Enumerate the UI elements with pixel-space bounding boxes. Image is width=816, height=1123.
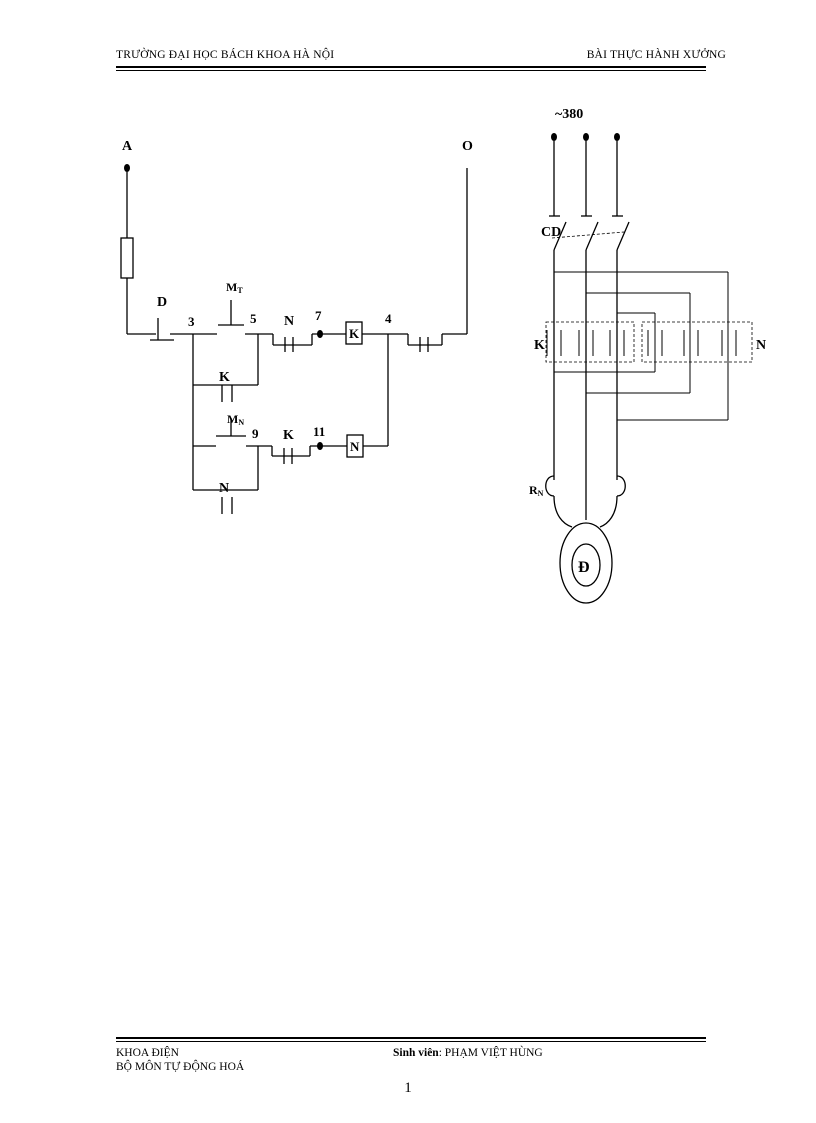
terminal-o-label: O	[462, 139, 473, 154]
control-circuit: A D 3 MT 5 N 7 K 4	[120, 139, 473, 514]
footer-rule-thick	[116, 1037, 706, 1039]
switch-blade	[553, 221, 567, 251]
switch-link	[551, 231, 625, 239]
node-7-dot	[317, 330, 323, 338]
contactor-n-group	[641, 321, 753, 363]
supply-label: ~380	[555, 107, 583, 122]
node-11-label: 11	[313, 424, 325, 439]
header-university: TRƯỜNG ĐẠI HỌC BÁCH KHOA HÀ NỘI	[116, 49, 335, 61]
student-label: Sinh viên	[393, 1047, 439, 1059]
node-3-label: 3	[188, 314, 195, 329]
n-coil	[346, 434, 364, 458]
n-hold-label: N	[219, 481, 229, 496]
node-4-label: 4	[385, 311, 392, 326]
header-rule-thin	[116, 70, 706, 71]
k-coil	[345, 321, 363, 345]
k-hold-label: K	[219, 370, 230, 385]
contactor-n-label: N	[756, 338, 766, 353]
stop-button-label: D	[157, 295, 167, 310]
thermal-relay-element	[616, 475, 626, 497]
motor-outer	[559, 522, 613, 604]
motor-label: Đ	[578, 559, 590, 576]
motor-lead	[599, 495, 618, 528]
switch-blade	[585, 221, 599, 251]
contactor-k-label: K	[534, 338, 545, 353]
node-11-dot	[317, 442, 323, 450]
footer-department: BỘ MÔN TỰ ĐỘNG HOÁ	[116, 1061, 245, 1073]
footer-faculty: KHOA ĐIỆN	[116, 1047, 179, 1059]
node-5-label: 5	[250, 311, 257, 326]
motor-inner	[571, 543, 601, 587]
power-circuit: ~380 CD K	[529, 107, 766, 604]
student-name: : PHẠM VIỆT HÙNG	[438, 1047, 543, 1059]
thermal-relay-label: RN	[529, 483, 544, 498]
contactor-k-group	[545, 321, 635, 363]
reverse-button-label: MN	[227, 412, 244, 427]
supply-terminal	[551, 133, 557, 141]
terminal-a-dot	[124, 164, 130, 172]
node-9-label: 9	[252, 426, 259, 441]
motor-lead	[553, 495, 573, 528]
k-coil-label: K	[349, 326, 360, 341]
switch-blade	[616, 221, 630, 251]
header-rule-thick	[116, 66, 706, 68]
forward-button-label: MT	[226, 280, 243, 295]
thermal-relay-element	[545, 475, 555, 497]
supply-terminal	[614, 133, 620, 141]
supply-terminal	[583, 133, 589, 141]
node-7-label: 7	[315, 308, 322, 323]
footer-student: Sinh viên: PHẠM VIỆT HÙNG	[393, 1047, 543, 1059]
n-coil-label: N	[350, 439, 360, 454]
switch-label: CD	[541, 225, 561, 240]
header-course: BÀI THỰC HÀNH XƯỞNG	[586, 49, 726, 61]
page-number: 1	[404, 1080, 412, 1096]
interlock-k-label: K	[283, 428, 294, 443]
terminal-a-label: A	[122, 139, 133, 154]
footer-rule-thin	[116, 1041, 706, 1042]
fuse-symbol	[120, 237, 134, 279]
interlock-n-label: N	[284, 314, 294, 329]
